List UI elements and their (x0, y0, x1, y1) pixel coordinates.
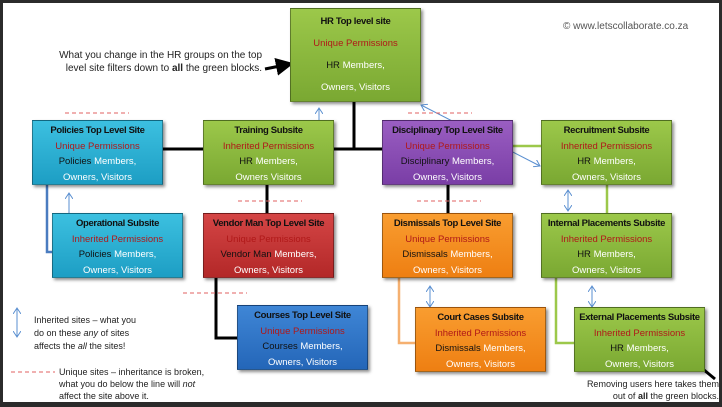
site-group: Policies (58, 156, 92, 167)
t: of sites (98, 328, 130, 338)
site-group: Policies (78, 249, 112, 260)
legend-unique-text: Unique sites – inheritance is broken, wh… (59, 366, 204, 402)
site-permissions: Unique Permissions (55, 140, 140, 152)
site-group: HR (610, 343, 624, 354)
site-owners: Owners, Visitors (446, 358, 515, 370)
site-title: Dismissals Top Level Site (393, 218, 502, 229)
site-members: Members, (626, 343, 669, 354)
site-members: Members, (451, 156, 495, 167)
site-members: Members, (300, 341, 343, 352)
site-box-courses: Courses Top Level Site Unique Permission… (237, 305, 368, 370)
site-permissions: Inherited Permissions (560, 140, 653, 152)
t: not (182, 379, 196, 389)
site-group: Disciplinary (400, 156, 450, 167)
diagram-canvas: © www.letscollaborate.co.za What you cha… (3, 3, 719, 402)
t: all (637, 391, 648, 401)
t: Inherited sites – what you (34, 315, 137, 325)
site-title: Training Subsite (234, 125, 303, 136)
site-title: Recruitment Subsite (563, 125, 650, 136)
site-owners: Owners, Visitors (234, 264, 303, 276)
site-group: Courses (262, 341, 298, 352)
t: the green blocks. (647, 391, 719, 401)
site-members: Members, (274, 249, 317, 260)
site-owners: Owners Visitors (235, 171, 302, 183)
copyright-text: © www.letscollaborate.co.za (563, 21, 689, 32)
site-box-court: Court Cases Subsite Inherited Permission… (415, 307, 546, 372)
t: all (77, 341, 87, 351)
t: affects the (34, 341, 78, 351)
site-group: Vendor Man (220, 249, 272, 260)
site-members: Members, (593, 249, 636, 260)
site-title: Court Cases Subsite (437, 312, 524, 323)
site-members: Members, (593, 156, 636, 167)
site-owners: Owners, Visitors (321, 82, 390, 93)
site-group: Dismissals (402, 249, 448, 260)
site-box-dismissals: Dismissals Top Level Site Unique Permiss… (382, 213, 513, 278)
site-permissions: Unique Permissions (226, 233, 311, 245)
site-permissions: Inherited Permissions (71, 233, 164, 245)
note-top-line2: level site filters down to (65, 63, 172, 74)
note-top-line1: What you change in the HR groups on the … (59, 50, 262, 61)
site-box-disciplinary: Disciplinary Top Level Site Unique Permi… (382, 120, 513, 185)
site-box-training: Training Subsite Inherited Permissions H… (203, 120, 334, 185)
site-members: Members, (94, 156, 137, 167)
site-box-hr: HR Top level site Unique Permissions HR … (290, 8, 421, 102)
site-box-operational: Operational Subsite Inherited Permission… (52, 213, 183, 278)
site-title: Policies Top Level Site (50, 125, 145, 136)
note-top-line2-end: the green blocks. (183, 63, 262, 74)
legend-inherited-text: Inherited sites – what you do on these a… (34, 314, 136, 353)
site-title: Internal Placements Subsite (547, 218, 666, 229)
site-group: HR (577, 156, 591, 167)
note-top-bold: all (171, 63, 184, 74)
site-permissions: Inherited Permissions (222, 140, 315, 152)
site-title: Operational Subsite (75, 218, 160, 229)
site-box-recruitment: Recruitment Subsite Inherited Permission… (541, 120, 672, 185)
site-permissions: Unique Permissions (405, 140, 490, 152)
t: do on these (34, 328, 84, 338)
t: out of (612, 391, 638, 401)
site-members: Members, (342, 60, 385, 71)
t: Removing users here takes them (586, 379, 719, 389)
t: affect the site above it. (59, 391, 149, 401)
t: Unique sites – inheritance is broken, (59, 367, 205, 377)
site-owners: Owners, Visitors (63, 171, 132, 183)
site-box-external: External Placements Subsite Inherited Pe… (574, 307, 705, 372)
site-group: Dismissals (435, 343, 481, 354)
site-box-policies: Policies Top Level Site Unique Permissio… (32, 120, 163, 185)
site-box-vendor: Vendor Man Top Level Site Unique Permiss… (203, 213, 334, 278)
site-members: Members, (450, 249, 493, 260)
t: the sites! (86, 341, 126, 351)
site-owners: Owners, Visitors (413, 264, 482, 276)
site-box-internal: Internal Placements Subsite Inherited Pe… (541, 213, 672, 278)
site-title: External Placements Subsite (579, 312, 700, 323)
t: what you do below the line will (59, 379, 183, 389)
site-title: Disciplinary Top Level Site (392, 125, 503, 136)
note-top: What you change in the HR groups on the … (54, 49, 262, 75)
site-group: HR (326, 60, 340, 71)
site-owners: Owners, Visitors (413, 171, 482, 183)
site-members: Members, (114, 249, 157, 260)
site-permissions: Unique Permissions (313, 38, 398, 49)
site-owners: Owners, Visitors (268, 356, 337, 368)
site-permissions: Inherited Permissions (434, 327, 527, 339)
site-permissions: Unique Permissions (260, 325, 345, 337)
site-title: Courses Top Level Site (254, 310, 351, 321)
site-owners: Owners, Visitors (605, 358, 674, 370)
site-owners: Owners, Visitors (83, 264, 152, 276)
site-members: Members, (255, 156, 298, 167)
t: any (83, 328, 99, 338)
site-owners: Owners, Visitors (572, 264, 641, 276)
site-group: HR (239, 156, 253, 167)
site-members: Members, (483, 343, 526, 354)
site-owners: Owners, Visitors (572, 171, 641, 183)
site-permissions: Inherited Permissions (593, 327, 686, 339)
site-permissions: Unique Permissions (405, 233, 490, 245)
note-remove: Removing users here takes them out of al… (569, 378, 719, 402)
site-group: HR (577, 249, 591, 260)
site-title: Vendor Man Top Level Site (212, 218, 325, 229)
site-title: HR Top level site (320, 16, 391, 27)
site-permissions: Inherited Permissions (560, 233, 653, 245)
